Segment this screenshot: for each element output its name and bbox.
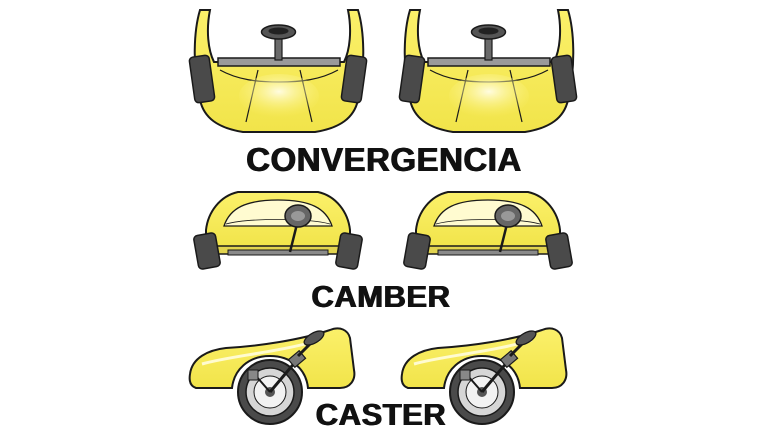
convergencia-label: CONVERGENCIA [246,141,522,178]
convergencia-top-view-left [188,9,368,133]
convergencia-top-view-right [398,9,578,133]
camber-front-view-right [403,190,573,270]
camber-label: CAMBER [311,279,451,314]
camber-front-view-left [193,190,363,270]
caster-label: CASTER [315,397,447,432]
